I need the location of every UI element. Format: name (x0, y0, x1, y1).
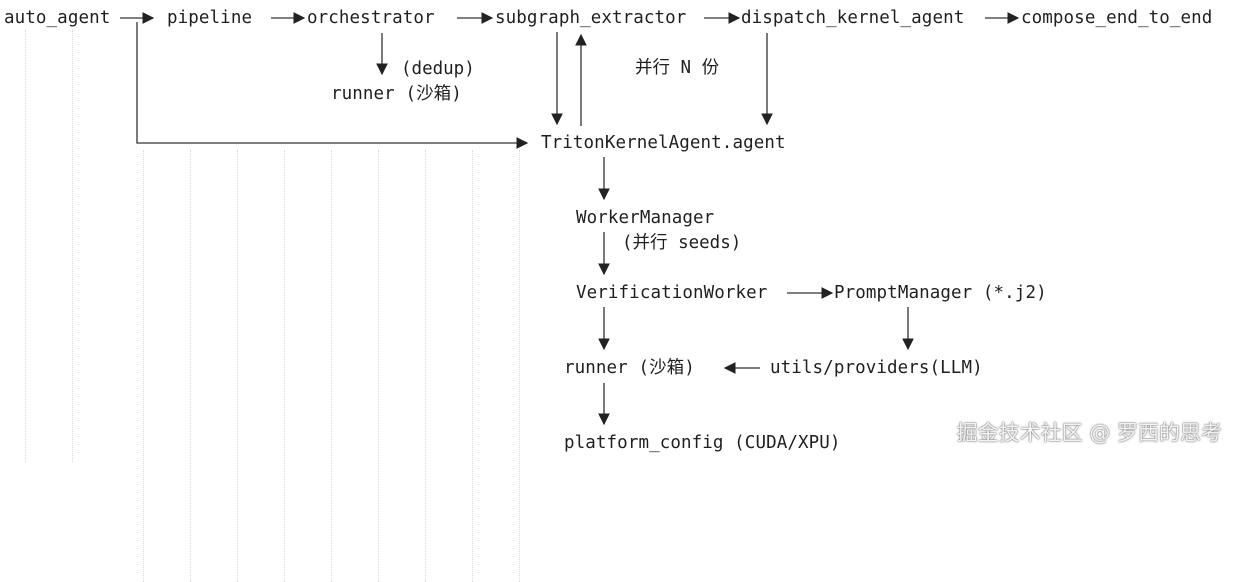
node-subgraph-extractor: subgraph_extractor (495, 8, 687, 28)
architecture-diagram: auto_agent pipeline orchestrator subgrap… (4, 8, 1222, 582)
annotation-parallel-seeds: (并行 seeds) (622, 233, 742, 253)
node-dispatch-kernel-agent: dispatch_kernel_agent (741, 8, 965, 28)
node-triton-kernel-agent: TritonKernelAgent.agent (541, 133, 786, 153)
annotation-dedup: (dedup) (401, 59, 475, 79)
node-utils-providers: utils/providers(LLM) (770, 358, 983, 378)
guide-line (284, 150, 285, 582)
node-runner-top: runner (沙箱) (331, 84, 462, 104)
guide-line (25, 30, 26, 462)
guide-line (237, 150, 238, 582)
guide-line (519, 150, 520, 582)
node-compose-end-to-end: compose_end_to_end (1021, 8, 1213, 28)
guide-line (190, 150, 191, 582)
connector-layer (120, 12, 1020, 426)
node-pipeline: pipeline (167, 8, 253, 28)
guide-line (331, 150, 332, 582)
node-auto-agent: auto_agent (4, 8, 111, 28)
guide-line (72, 30, 73, 462)
node-worker-manager: WorkerManager (576, 208, 715, 228)
guide-line (143, 150, 144, 582)
node-orchestrator: orchestrator (307, 8, 435, 28)
node-verification-worker: VerificationWorker (576, 283, 768, 303)
guide-line (425, 150, 426, 582)
annotation-parallel-n: 并行 N 份 (635, 58, 720, 78)
guide-line (378, 150, 379, 582)
node-prompt-manager: PromptManager (*.j2) (834, 283, 1047, 303)
edge-auto-triton (136, 22, 529, 149)
watermark: 掘金技术社区 @ 罗西的思考 (956, 421, 1222, 445)
node-runner-bottom: runner (沙箱) (564, 358, 695, 378)
node-platform-config: platform_config (CUDA/XPU) (564, 433, 841, 453)
guide-line (472, 150, 473, 582)
